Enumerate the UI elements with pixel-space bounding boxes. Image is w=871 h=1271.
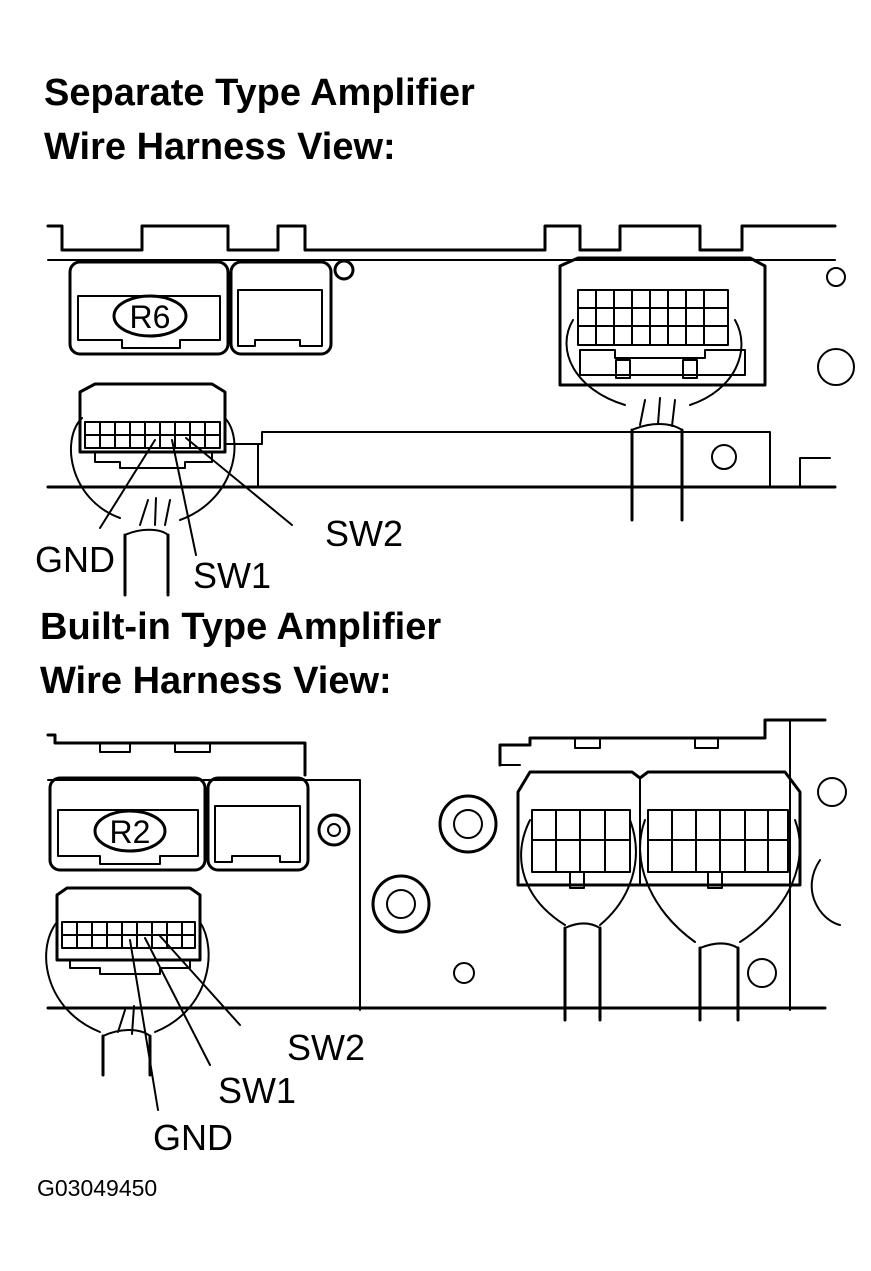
builtin-title: Built-in Type Amplifier	[40, 606, 442, 648]
separate-subtitle: Wire Harness View:	[44, 126, 396, 168]
gnd-label-2: GND	[153, 1117, 233, 1158]
large-connector	[558, 256, 767, 522]
gnd-label: GND	[35, 539, 115, 580]
connector-r2-label: R2	[110, 814, 151, 850]
sw1-label: SW1	[193, 555, 271, 596]
connector-r6-label: R6	[130, 299, 171, 335]
connector-r6: R6	[68, 260, 230, 356]
adjacent-connector-2	[206, 776, 310, 872]
builtin-subtitle: Wire Harness View:	[40, 660, 392, 702]
harness-connector-2	[45, 886, 210, 1077]
sw2-label: SW2	[325, 513, 403, 554]
separate-harness-diagram: R6 GND SW1	[35, 224, 855, 597]
figure-code: G03049450	[37, 1175, 158, 1201]
mount-hole	[333, 259, 355, 281]
sw2-label-2: SW2	[287, 1027, 365, 1068]
sw1-label-2: SW1	[218, 1070, 296, 1111]
adjacent-connector	[229, 260, 333, 356]
separate-title: Separate Type Amplifier	[44, 72, 475, 114]
connector-r2: R2	[48, 776, 207, 872]
harness-connector	[70, 382, 236, 597]
double-connector	[516, 770, 802, 1022]
builtin-harness-diagram: R2	[45, 718, 847, 1158]
